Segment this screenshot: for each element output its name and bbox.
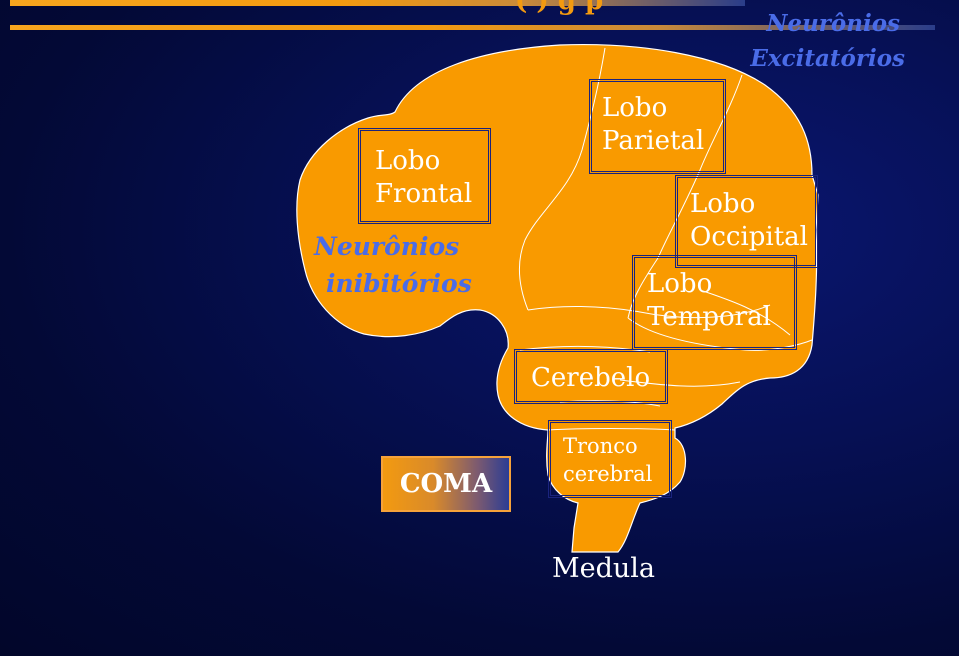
lobe-parietal-line2: Parietal: [602, 125, 705, 156]
lobe-tronco-line1: Tronco: [563, 434, 638, 458]
label-medula: Medula: [552, 553, 656, 584]
header-bar-bottom: [10, 25, 935, 30]
lobe-frontal-line1: Lobo: [375, 146, 441, 176]
label-inhibitory-line1: Neurônios: [314, 232, 460, 261]
header-bar-top: [10, 0, 745, 6]
lobe-frontal-line2: Frontal: [375, 178, 473, 209]
lobe-occipital-line2: Occipital: [690, 221, 808, 252]
label-excitatory-line2: Excitatórios: [750, 45, 905, 72]
label-inhibitory-line2: inibitórios: [326, 269, 472, 298]
lobe-occipital-line1: Lobo: [690, 189, 756, 219]
label-excitatory-neurons: Neurônios: [750, 8, 900, 40]
slide-title-fragment: ( ) g p: [515, 0, 604, 16]
lobe-temporal: Lobo Temporal: [632, 255, 797, 350]
lobe-cerebelo-line1: Cerebelo: [531, 363, 651, 393]
lobe-tronco-line2: cerebral: [563, 462, 653, 487]
label-excitatory-neurons-2: Excitatórios: [730, 45, 905, 72]
lobe-cerebelo: Cerebelo: [514, 349, 668, 404]
lobe-occipital: Lobo Occipital: [675, 175, 818, 268]
label-inhibitory-neurons: Neurônios inibitórios: [314, 228, 472, 302]
brain-sulci: [519, 47, 813, 431]
lobe-frontal: Lobo Frontal: [358, 128, 491, 224]
lobe-tronco-cerebral: Tronco cerebral: [548, 420, 672, 498]
coma-badge: COMA: [381, 456, 511, 512]
lobe-temporal-line2: Temporal: [647, 301, 771, 332]
lobe-parietal-line1: Lobo: [602, 93, 668, 123]
lobe-parietal: Lobo Parietal: [589, 79, 726, 174]
lobe-temporal-line1: Lobo: [647, 269, 713, 299]
label-excitatory-line1: Neurônios: [766, 10, 900, 37]
